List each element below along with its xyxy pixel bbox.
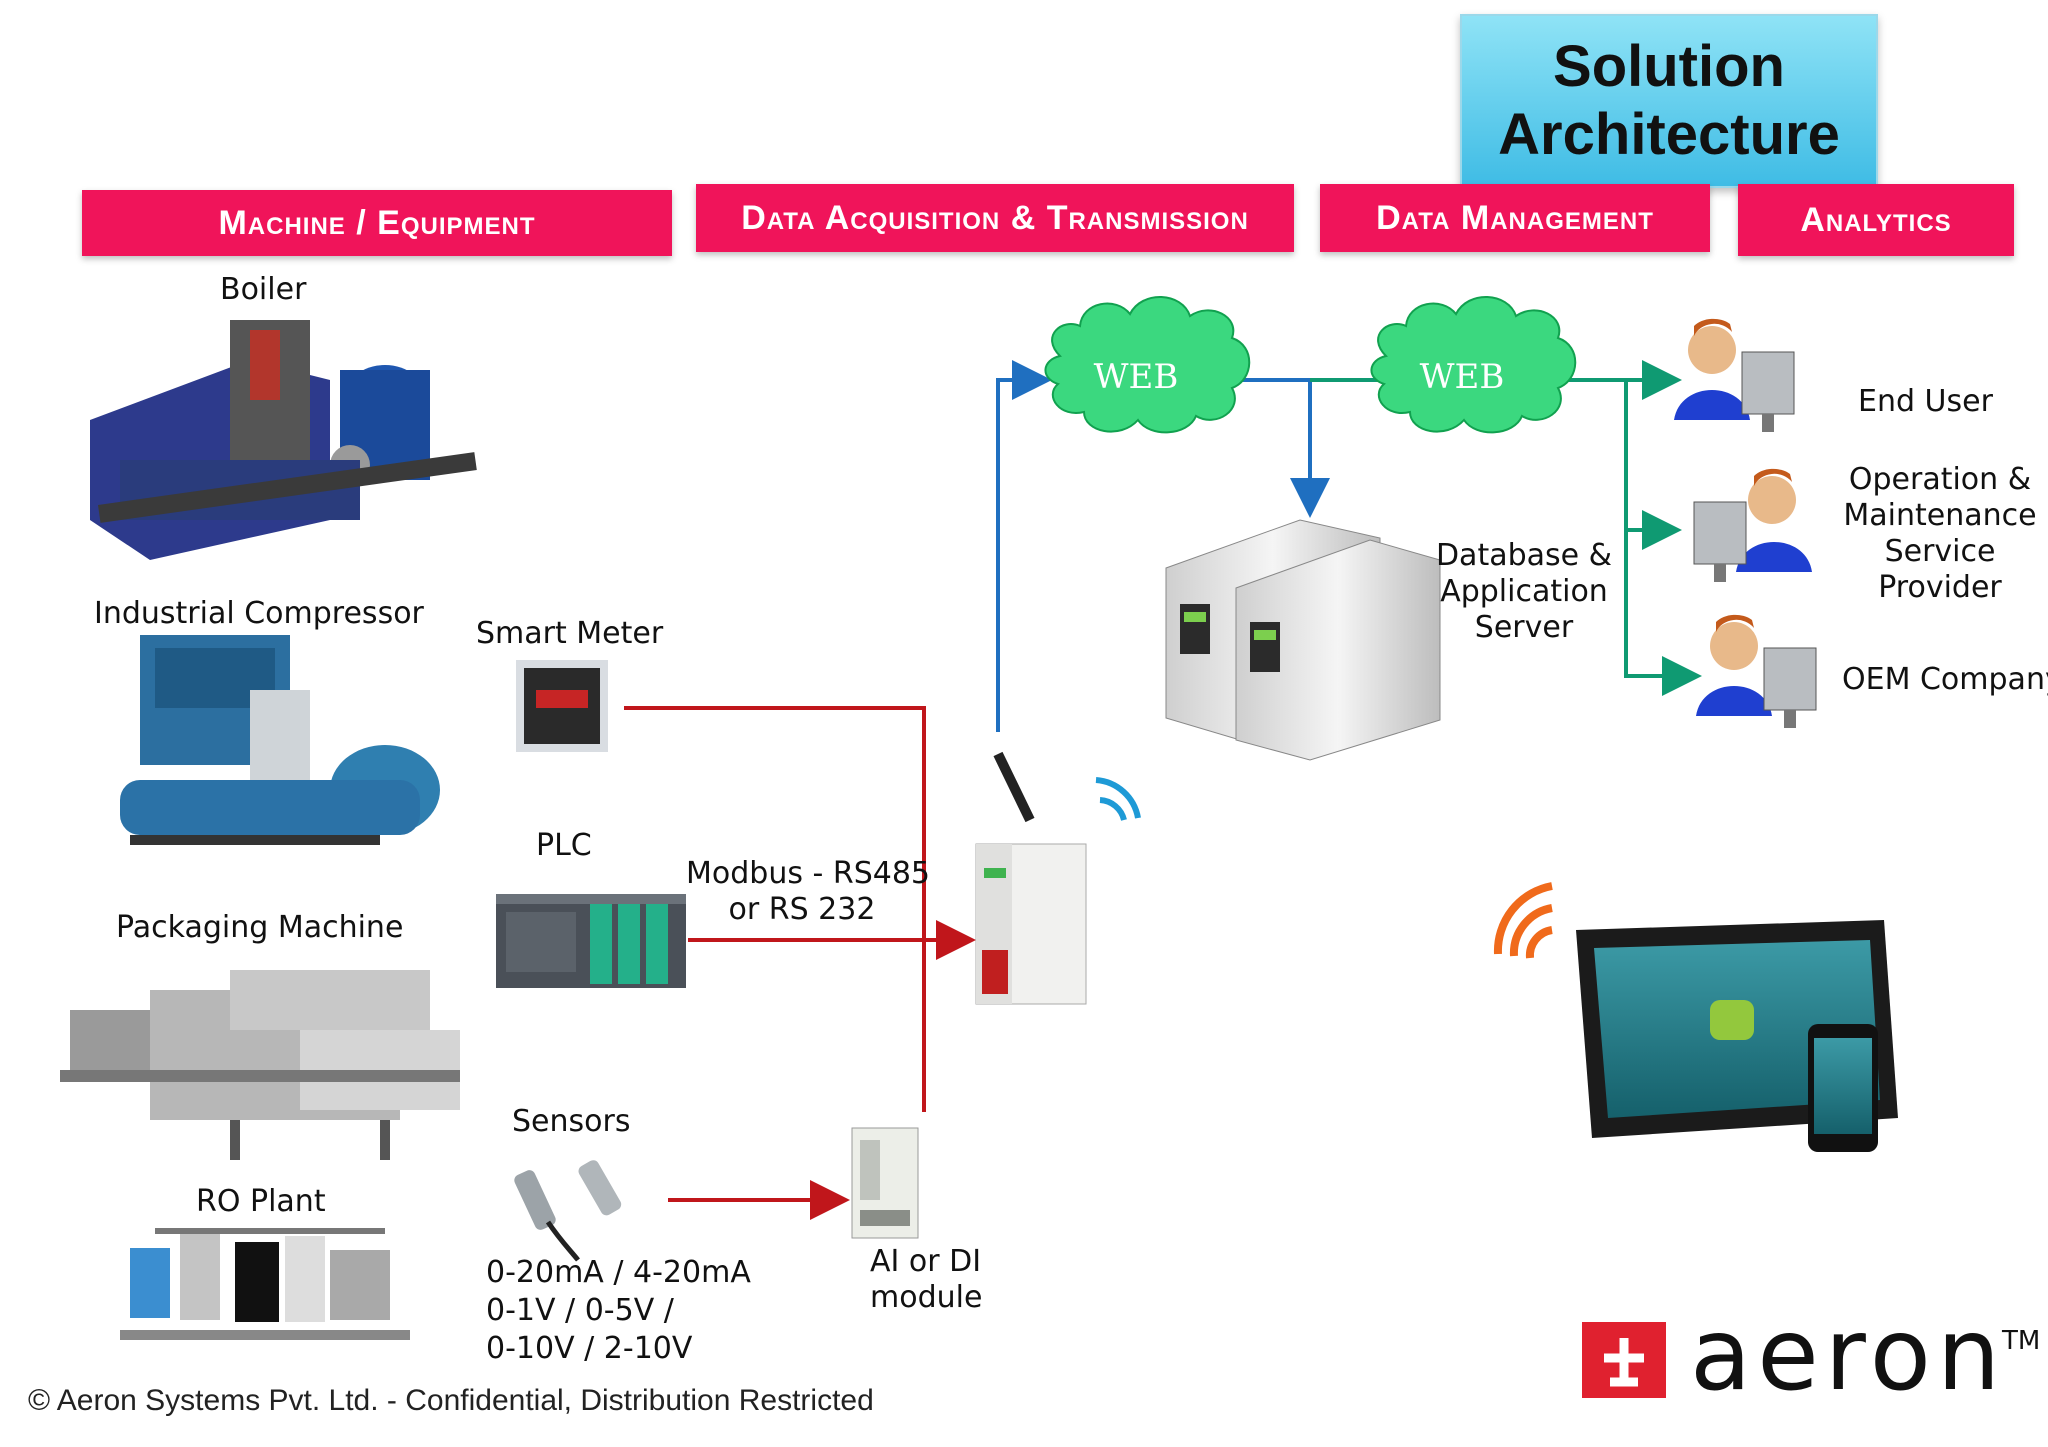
label-ro-plant: RO Plant — [196, 1184, 326, 1219]
web-cloud-1-label: WEB — [1094, 357, 1179, 397]
header-data-acquisition: Data Acquisition & Transmission — [696, 184, 1294, 252]
label-om-provider: Operation & Maintenance Service Provider — [1840, 462, 2040, 606]
label-plc: PLC — [536, 828, 592, 863]
oem-company-image — [1696, 614, 1817, 728]
label-packaging-machine: Packaging Machine — [116, 910, 404, 945]
signals-line-1: 0-20mA / 4-20mA — [486, 1255, 751, 1290]
label-sensors: Sensors — [512, 1104, 631, 1139]
label-database-server: Database & Application Server — [1434, 538, 1614, 646]
server-line-2: Application — [1440, 574, 1608, 609]
modbus-line-1: Modbus - RS485 — [686, 856, 931, 891]
web-cloud-2-label: WEB — [1420, 357, 1505, 397]
label-oem-company: OEM Company — [1842, 662, 2048, 697]
module-line-1: AI or DI — [870, 1244, 982, 1279]
solution-architecture-title: Solution Architecture — [1460, 14, 1878, 188]
gateway-device-image — [975, 751, 1141, 1005]
signals-line-3: 0-10V / 2-10V — [486, 1331, 693, 1366]
industrial-compressor-image — [120, 635, 440, 845]
label-smart-meter: Smart Meter — [476, 616, 664, 651]
label-industrial-compressor: Industrial Compressor — [94, 596, 424, 631]
om-line-4: Provider — [1878, 570, 2002, 605]
tablet-phone-image — [1493, 882, 1898, 1152]
copyright-footer: © Aeron Systems Pvt. Ltd. - Confidential… — [28, 1384, 874, 1417]
web-cloud-1: WEB — [1044, 296, 1251, 434]
web-cloud-2: WEB — [1370, 296, 1577, 434]
aeron-logo-mark — [1582, 1322, 1666, 1398]
red-wiring — [624, 706, 976, 1220]
boiler-image — [90, 320, 477, 560]
plc-image — [496, 894, 686, 988]
end-user-image — [1674, 318, 1795, 432]
signals-line-2: 0-1V / 0-5V / — [486, 1293, 674, 1328]
packaging-machine-image — [60, 970, 460, 1160]
sensors-image — [514, 1160, 622, 1262]
title-line-1: Solution — [1553, 34, 1785, 99]
om-provider-image — [1693, 468, 1812, 582]
modbus-line-2: or RS 232 — [728, 892, 876, 927]
label-end-user: End User — [1858, 384, 1993, 419]
smart-meter-image — [516, 660, 608, 752]
header-analytics: Analytics — [1738, 184, 2014, 256]
om-line-2: Maintenance — [1843, 498, 2037, 533]
label-modbus: Modbus - RS485 or RS 232 — [686, 856, 931, 928]
label-boiler: Boiler — [220, 272, 307, 307]
server-line-3: Server — [1474, 610, 1574, 645]
om-line-1: Operation & — [1848, 462, 2032, 497]
label-ai-di-module: AI or DI module — [870, 1244, 982, 1316]
aeron-logo-text: aeron — [1690, 1296, 2007, 1413]
header-machine-equipment: Machine / Equipment — [82, 190, 672, 256]
server-line-1: Database & — [1435, 538, 1613, 573]
title-line-2: Architecture — [1498, 102, 1840, 167]
trademark-mark: TM — [2002, 1326, 2041, 1356]
header-data-management: Data Management — [1320, 184, 1710, 252]
om-line-3: Service — [1884, 534, 1996, 569]
label-signal-ranges: 0-20mA / 4-20mA 0-1V / 0-5V / 0-10V / 2-… — [486, 1254, 751, 1368]
module-line-2: module — [870, 1280, 983, 1315]
server-image — [1165, 519, 1441, 761]
ro-plant-image — [120, 1228, 410, 1340]
ai-di-module-image — [851, 1127, 919, 1239]
